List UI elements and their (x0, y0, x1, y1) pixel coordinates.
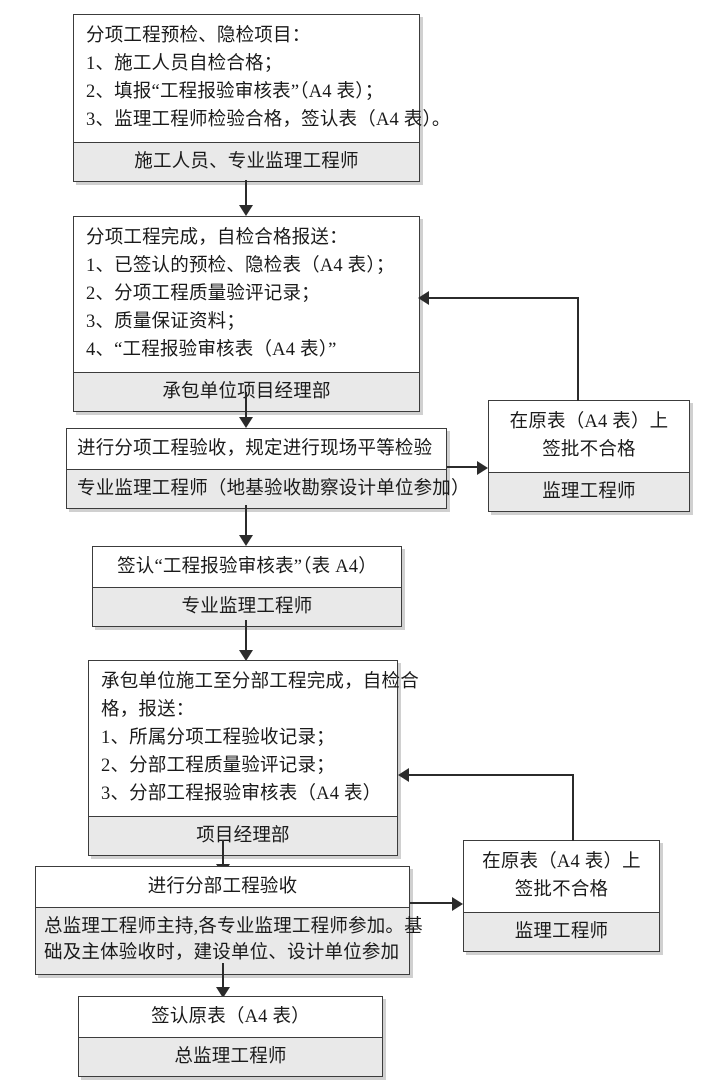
node-sign-report-form: 签认“工程报验审核表”（表 A4） 专业监理工程师 (92, 546, 402, 627)
node-text-line: 签批不合格 (514, 880, 609, 900)
node-text-line: 分项工程完成，自检合格报送： (86, 228, 348, 248)
node-footer: 专业监理工程师（地基验收勘察设计单位参加） (67, 469, 470, 508)
connector-n2-to-n3 (245, 392, 248, 419)
node-footer-text: 施工人员、专业监理工程师 (134, 152, 359, 172)
node-footer: 总监理工程师主持,各专业监理工程师参加。基 础及主体验收时，建设单位、设计单位参… (36, 907, 423, 974)
node-text-line: 进行分项工程验收，规定进行现场平等检验 (77, 439, 433, 459)
node-body: 签认原表（A4 表） (79, 997, 382, 1037)
node-text-line: 2、填报“工程报验审核表”（A4 表）； (86, 82, 384, 102)
connector-n4-to-n5 (245, 620, 248, 652)
node-subitem-acceptance: 进行分项工程验收，规定进行现场平等检验 专业监理工程师（地基验收勘察设计单位参加… (66, 428, 470, 509)
node-text-line: 3、监理工程师检验合格，签认表（A4 表）。 (86, 110, 451, 130)
node-section-complete-submit: 承包单位施工至分部工程完成，自检合 格，报送： 1、所属分项工程验收记录； 2、… (88, 660, 419, 856)
node-body: 进行分项工程验收，规定进行现场平等检验 (67, 429, 446, 469)
node-footer: 项目经理部 (89, 816, 397, 855)
connector-n6-to-n7 (222, 963, 225, 989)
node-text-line: 进行分部工程验收 (147, 877, 298, 897)
node-body: 承包单位施工至分部工程完成，自检合 格，报送： 1、所属分项工程验收记录； 2、… (89, 661, 419, 816)
node-reject-stamp-2: 在原表（A4 表）上 签批不合格 监理工程师 (463, 840, 660, 952)
node-section-acceptance: 进行分部工程验收 总监理工程师主持,各专业监理工程师参加。基 础及主体验收时，建… (35, 866, 423, 975)
node-text-line: 签认原表（A4 表） (151, 1007, 310, 1027)
node-body: 分项工程预检、隐检项目： 1、施工人员自检合格； 2、填报“工程报验审核表”（A… (74, 15, 451, 142)
node-footer-text: 监理工程师 (542, 482, 636, 502)
node-text-line: 3、分部工程报验审核表（A4 表） (101, 784, 382, 804)
node-text-line: 2、分项工程质量验评记录； (86, 284, 320, 304)
connector-r2-feedback-vertical (572, 775, 575, 841)
node-reject-stamp-1: 在原表（A4 表）上 签批不合格 监理工程师 (488, 400, 690, 512)
node-footer: 专业监理工程师 (93, 587, 401, 626)
node-footer: 总监理工程师 (79, 1037, 382, 1076)
node-footer-text: 监理工程师 (514, 922, 609, 942)
node-footer-text: 础及主体验收时，建设单位、设计单位参加 (44, 943, 400, 963)
node-text-line: 4、“工程报验审核表（A4 表）” (86, 340, 337, 360)
connector-r2-feedback-horizontal (409, 774, 574, 777)
connector-n3-to-r1 (447, 466, 483, 469)
node-text-line: 1、所属分项工程验收记录； (101, 728, 335, 748)
connector-n5-to-n6 (222, 840, 225, 866)
node-sign-original-form: 签认原表（A4 表） 总监理工程师 (78, 996, 383, 1077)
node-footer: 施工人员、专业监理工程师 (74, 142, 419, 181)
arrow-right-icon (477, 461, 488, 475)
node-text-line: 签认“工程报验审核表”（表 A4） (117, 557, 377, 577)
arrow-down-icon (239, 417, 253, 428)
connector-r1-feedback-horizontal (429, 297, 579, 300)
connector-n3-to-n4 (245, 505, 248, 537)
node-text-line: 分项工程预检、隐检项目： (86, 26, 311, 46)
node-text-line: 2、分部工程质量验评记录； (101, 756, 335, 776)
node-text-line: 签批不合格 (542, 440, 636, 460)
node-body: 在原表（A4 表）上 签批不合格 (489, 401, 689, 472)
node-text-line: 承包单位施工至分部工程完成，自检合 (101, 672, 419, 692)
connector-n6-to-r2 (410, 902, 456, 905)
node-text-line: 3、质量保证资料； (86, 312, 246, 332)
node-body: 签认“工程报验审核表”（表 A4） (93, 547, 401, 587)
node-footer-text: 专业监理工程师（地基验收勘察设计单位参加） (77, 479, 470, 499)
arrow-left-icon (398, 768, 409, 782)
node-subitem-pre-inspection: 分项工程预检、隐检项目： 1、施工人员自检合格； 2、填报“工程报验审核表”（A… (73, 14, 451, 182)
arrow-down-icon (239, 650, 253, 661)
node-text-line: 在原表（A4 表）上 (509, 412, 669, 432)
node-text-line: 格，报送： (101, 700, 195, 720)
node-body: 在原表（A4 表）上 签批不合格 (464, 841, 659, 912)
connector-r1-feedback-vertical (577, 298, 580, 401)
node-footer: 监理工程师 (464, 912, 659, 951)
node-footer-text: 总监理工程师主持,各专业监理工程师参加。基 (44, 917, 423, 937)
node-footer-text: 专业监理工程师 (181, 597, 313, 617)
arrow-down-icon (216, 987, 230, 998)
node-text-line: 1、已签认的预检、隐检表（A4 表）； (86, 256, 395, 276)
arrow-down-icon (239, 205, 253, 216)
arrow-down-icon (239, 535, 253, 546)
node-body: 进行分部工程验收 (36, 867, 409, 907)
node-body: 分项工程完成，自检合格报送： 1、已签认的预检、隐检表（A4 表）； 2、分项工… (74, 217, 419, 372)
node-text-line: 在原表（A4 表）上 (482, 852, 641, 872)
connector-n1-to-n2 (245, 180, 248, 207)
node-footer-text: 项目经理部 (196, 826, 290, 846)
node-footer-text: 总监理工程师 (174, 1047, 287, 1067)
node-text-line: 1、施工人员自检合格； (86, 54, 283, 74)
arrow-right-icon (452, 897, 463, 911)
node-footer: 监理工程师 (489, 472, 689, 511)
arrow-left-icon (418, 291, 429, 305)
node-subitem-complete-submit: 分项工程完成，自检合格报送： 1、已签认的预检、隐检表（A4 表）； 2、分项工… (73, 216, 420, 412)
